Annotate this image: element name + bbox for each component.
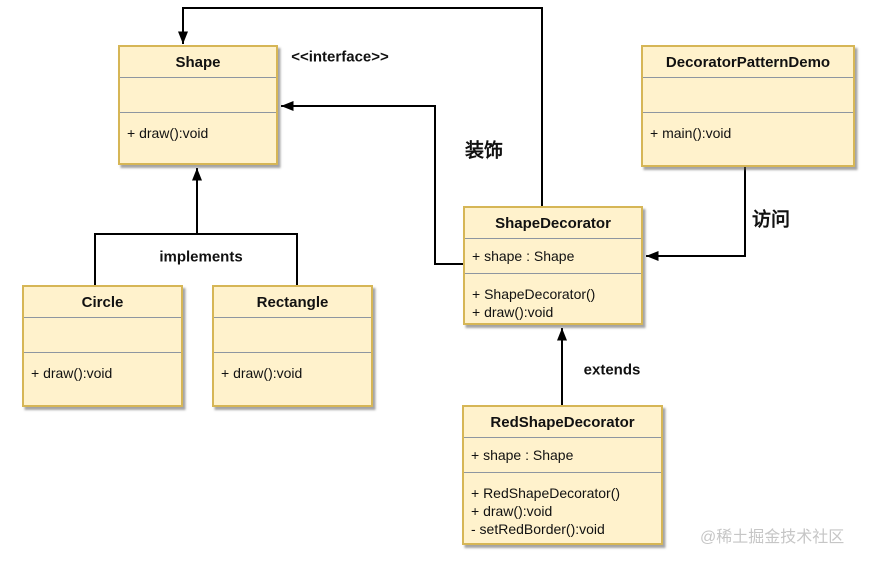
label-implements: implements <box>159 248 243 266</box>
method-main: + main():void <box>650 125 732 141</box>
class-rectangle-title: Rectangle <box>214 287 371 318</box>
class-decorator-pattern-demo: DecoratorPatternDemo + main():void <box>641 45 855 167</box>
method-redshapedecorator-ctor: + RedShapeDecorator() <box>471 485 621 501</box>
class-shape-decorator: ShapeDecorator + shape : Shape + ShapeDe… <box>463 206 643 325</box>
class-red-shape-decorator-methods: + RedShapeDecorator() + draw():void - se… <box>464 473 661 543</box>
class-shape-decorator-title: ShapeDecorator <box>465 208 641 239</box>
label-decorate: 装饰 <box>464 140 504 162</box>
method-redshapedecorator-draw: + draw():void <box>471 503 553 519</box>
field-shape: + shape : Shape <box>471 447 574 463</box>
method-circle-draw: + draw():void <box>31 365 113 381</box>
class-shape-title: Shape <box>120 47 276 78</box>
watermark: @稀土掘金技术社区 <box>700 529 845 546</box>
class-circle-title: Circle <box>24 287 181 318</box>
class-shape-methods: + draw():void <box>120 113 276 163</box>
class-shape-decorator-methods: + ShapeDecorator() + draw():void <box>465 274 641 323</box>
label-extends: extends <box>583 361 641 379</box>
method-shape-draw: + draw():void <box>127 125 209 141</box>
edge-decorates-shape <box>281 101 463 265</box>
label-interface-stereotype: <<interface>> <box>291 48 389 66</box>
field-shape: + shape : Shape <box>472 248 575 264</box>
method-shapedecorator-draw: + draw():void <box>472 304 554 320</box>
class-demo-attributes <box>643 78 853 113</box>
class-red-shape-decorator-title: RedShapeDecorator <box>464 407 661 438</box>
class-shape-attributes <box>120 78 276 113</box>
edge-demo-accesses-decorator <box>646 167 746 261</box>
class-circle-methods: + draw():void <box>24 353 181 405</box>
class-demo-methods: + main():void <box>643 113 853 165</box>
label-access: 访问 <box>751 209 791 231</box>
class-shape-decorator-attributes: + shape : Shape <box>465 239 641 274</box>
class-circle-attributes <box>24 318 181 353</box>
method-rectangle-draw: + draw():void <box>221 365 303 381</box>
method-setredborder: - setRedBorder():void <box>471 521 605 537</box>
class-circle: Circle + draw():void <box>22 285 183 407</box>
edge-decorator-to-shape-top <box>178 7 543 206</box>
class-shape: Shape + draw():void <box>118 45 278 165</box>
class-rectangle: Rectangle + draw():void <box>212 285 373 407</box>
method-shapedecorator-ctor: + ShapeDecorator() <box>472 286 596 302</box>
class-rectangle-methods: + draw():void <box>214 353 371 405</box>
class-rectangle-attributes <box>214 318 371 353</box>
class-red-shape-decorator-attributes: + shape : Shape <box>464 438 661 473</box>
class-demo-title: DecoratorPatternDemo <box>643 47 853 78</box>
class-red-shape-decorator: RedShapeDecorator + shape : Shape + RedS… <box>462 405 663 545</box>
